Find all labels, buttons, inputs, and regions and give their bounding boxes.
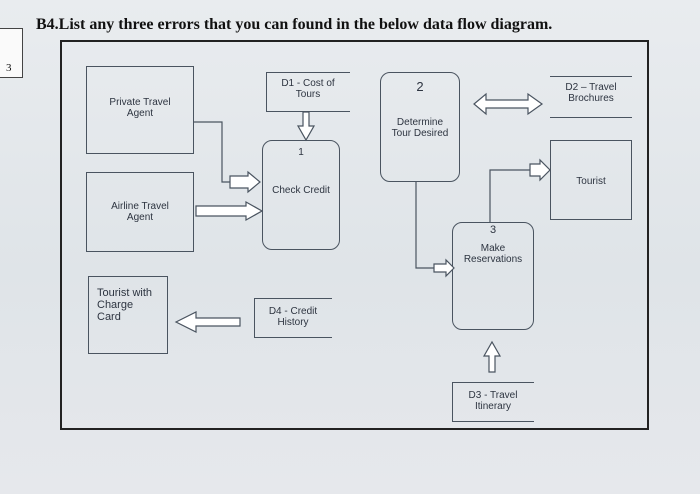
- question-text: B4.List any three errors that you can fo…: [36, 16, 553, 33]
- store-d1: D1 - Cost of Tours: [266, 72, 350, 112]
- store-label: D1 - Cost of Tours: [281, 78, 335, 100]
- process-label: Determine Tour Desired: [391, 117, 449, 139]
- diagram-frame: [60, 40, 649, 430]
- store-d4: D4 - Credit History: [254, 298, 332, 338]
- entity-label: Private Travel Agent: [109, 97, 171, 119]
- question-number: 3: [6, 62, 12, 74]
- process-3: 3 Make Reservations: [452, 222, 534, 330]
- process-number: 3: [489, 224, 497, 236]
- store-label: D3 - Travel Itinerary: [468, 390, 518, 412]
- entity-tourist-with-card: Tourist with Charge Card: [88, 276, 168, 354]
- entity-airline-travel-agent: Airline Travel Agent: [86, 172, 194, 252]
- store-label: D4 - Credit History: [268, 306, 318, 328]
- entity-label: Tourist with Charge Card: [97, 287, 153, 323]
- entity-label: Airline Travel Agent: [111, 201, 169, 223]
- process-label: Make Reservations: [463, 243, 523, 265]
- process-2: 2 Determine Tour Desired: [380, 72, 460, 182]
- process-number: 2: [416, 79, 424, 94]
- store-label: D2 – Travel Brochures: [565, 82, 617, 104]
- process-number: 1: [298, 147, 304, 158]
- store-d3: D3 - Travel Itinerary: [452, 382, 534, 422]
- process-1: 1 Check Credit: [262, 140, 340, 250]
- process-label: Check Credit: [272, 185, 330, 196]
- entity-private-travel-agent: Private Travel Agent: [86, 66, 194, 154]
- entity-tourist: Tourist: [550, 140, 632, 220]
- store-d2: D2 – Travel Brochures: [550, 76, 632, 118]
- question-number-box: [0, 28, 23, 78]
- entity-label: Tourist: [576, 176, 606, 187]
